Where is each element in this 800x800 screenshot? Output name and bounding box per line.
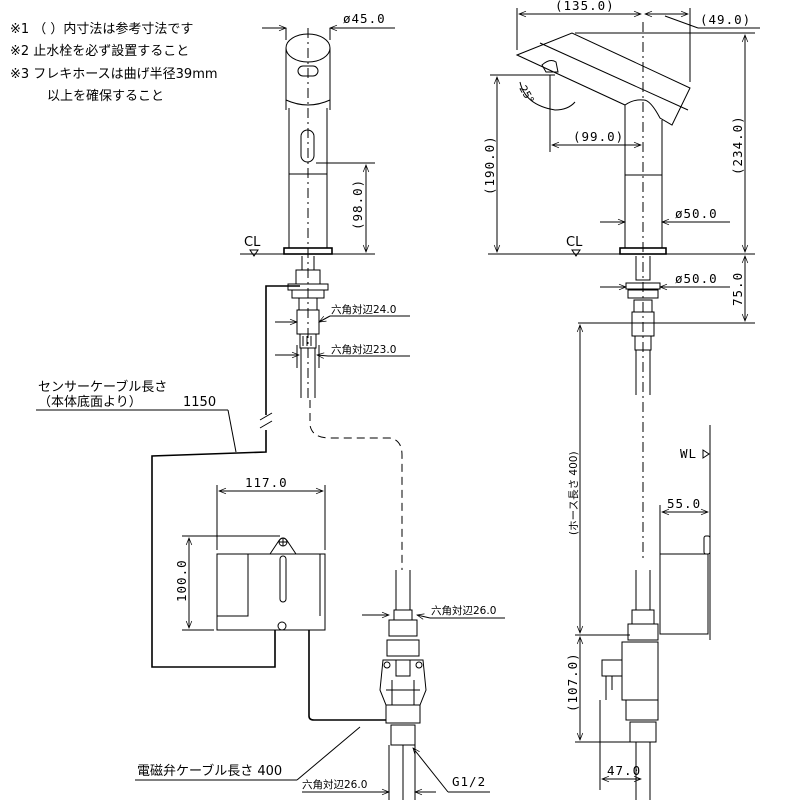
dim-hex-26-lower: 六角対辺26.0 xyxy=(302,778,367,791)
note-1: ※1 （ ）内寸法は参考寸法です xyxy=(10,21,193,37)
dim-box-depth: 55.0 xyxy=(667,496,701,511)
dim-valve-height: (107.0) xyxy=(565,652,580,712)
flex-hose xyxy=(309,400,403,570)
sensor-cable-label: センサーケーブル長さ xyxy=(38,379,167,395)
control-box-side xyxy=(659,553,709,635)
sensor-cable-sub: （本体底面より） xyxy=(38,394,142,410)
dim-dia-base: ø50.0 xyxy=(675,271,718,286)
dim-sensor-reach: (99.0) xyxy=(573,129,624,144)
dim-overhang: (49.0) xyxy=(700,12,751,27)
faucet-side xyxy=(515,22,691,560)
dim-valve-offset: 47.0 xyxy=(607,763,641,778)
dim-dia-body: ø50.0 xyxy=(675,206,718,221)
valve-cable xyxy=(308,630,386,721)
dim-box-height: 100.0 xyxy=(174,559,189,602)
dim-hex-24: 六角対辺24.0 xyxy=(331,303,396,316)
wl-label: WL xyxy=(680,446,697,461)
side-view: (135.0) (49.0) 25° (190.0) (234.0) (99.0… xyxy=(482,0,760,800)
note-3-cont: 以上を確保すること xyxy=(47,88,164,104)
control-box xyxy=(216,537,326,631)
valve-cable-label: 電磁弁ケーブル長さ 400 xyxy=(137,763,282,779)
side-cl-label: CL xyxy=(566,235,583,250)
dim-dia-top: ø45.0 xyxy=(343,11,386,26)
dim-total-height: (234.0) xyxy=(730,115,745,175)
dim-hex-26-upper: 六角対辺26.0 xyxy=(431,604,496,617)
cl-label: CL xyxy=(244,235,261,250)
sensor-cable xyxy=(151,285,300,668)
dim-sensor-height: (98.0) xyxy=(350,179,365,230)
notes: ※1 （ ）内寸法は参考寸法です ※2 止水栓を必ず設置すること ※3 フレキホ… xyxy=(10,21,218,104)
dim-spout-height: (190.0) xyxy=(482,135,497,195)
dim-hose: (ホース長さ 400) xyxy=(568,451,580,535)
dim-box-width: 117.0 xyxy=(245,475,288,490)
front-view: ø45.0 (98.0) CL 六角対辺24.0 六角対辺23.0 センサーケー… xyxy=(36,11,505,800)
sensor-cable-length: 1150 xyxy=(183,395,216,410)
dim-reach: (135.0) xyxy=(555,0,615,13)
faucet-front xyxy=(283,28,333,400)
dim-hex-23: 六角対辺23.0 xyxy=(331,343,396,356)
solenoid-valve-front xyxy=(379,570,427,800)
note-2: ※2 止水栓を必ず設置すること xyxy=(10,43,189,59)
note-3: ※3 フレキホースは曲げ半径39mm xyxy=(10,67,218,82)
thread-spec: G1/2 xyxy=(452,774,486,789)
solenoid-valve-side xyxy=(601,570,659,800)
dim-below-counter: 75.0 xyxy=(730,272,745,306)
